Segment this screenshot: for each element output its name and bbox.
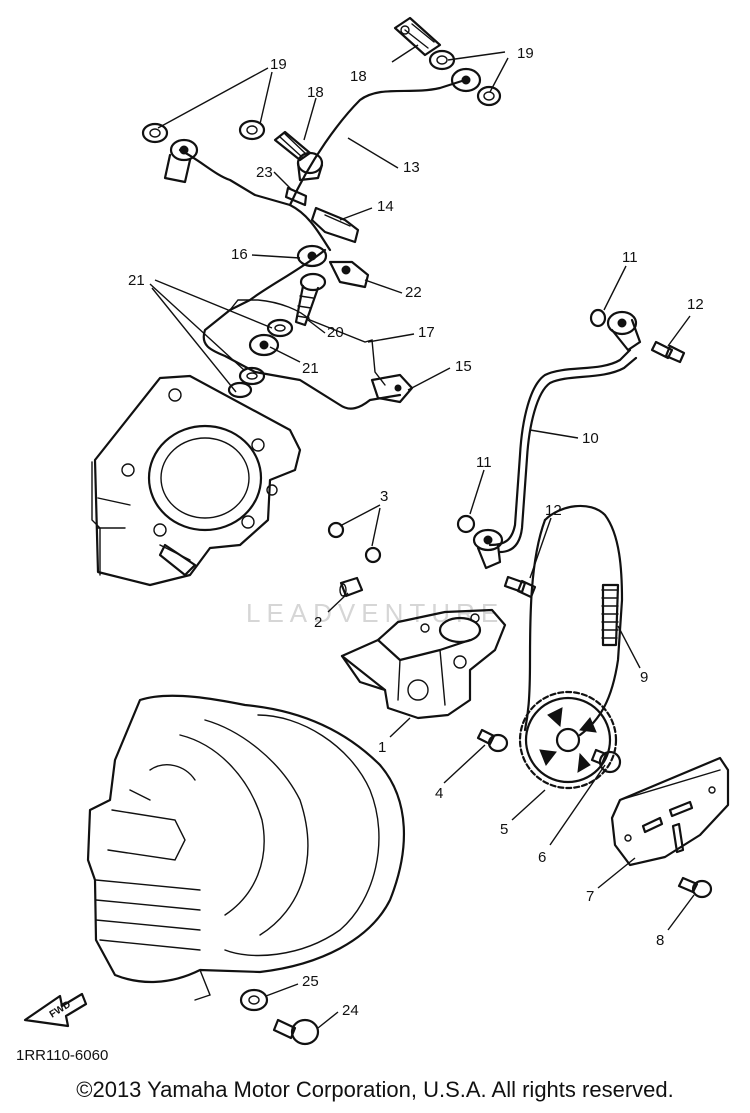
callout-labels: 19 19 18 18 23 13 14 16 22 20 17 21 21 1… [128, 45, 704, 1019]
banjo-fitting-10-bottom [472, 528, 504, 570]
callout-8: 8 [656, 932, 664, 949]
callout-4: 4 [435, 785, 443, 802]
banjo-fitting-21 [248, 333, 280, 357]
callout-25: 25 [302, 973, 319, 990]
leader-lines [149, 44, 695, 1029]
callout-19-right: 19 [517, 45, 534, 62]
callout-12-bottom: 12 [545, 502, 562, 519]
callout-20: 20 [327, 324, 344, 341]
dowel-pin-2 [339, 576, 364, 598]
o-ring-3-left [327, 521, 345, 539]
cover-7 [610, 756, 730, 867]
sprocket-5 [518, 690, 618, 790]
oil-pipe-10 [488, 348, 638, 554]
callout-11-top: 11 [622, 249, 638, 266]
callout-24: 24 [342, 1002, 359, 1019]
callout-16: 16 [231, 246, 248, 263]
callout-1: 1 [378, 739, 386, 756]
o-ring-11-bottom [456, 514, 476, 534]
forward-arrow-icon: FWD [23, 992, 88, 1028]
callout-18-top: 18 [350, 68, 367, 85]
washer-21-a [266, 318, 294, 338]
copyright-notice: ©2013 Yamaha Motor Corporation, U.S.A. A… [76, 1077, 674, 1102]
callout-15: 15 [455, 358, 472, 375]
callout-21-left: 21 [128, 272, 145, 289]
washer-25 [239, 988, 269, 1012]
fitting-22 [328, 260, 370, 289]
bolt-8 [677, 876, 713, 899]
screw-4 [476, 728, 509, 753]
drain-bolt-24 [272, 1018, 320, 1046]
callout-2: 2 [314, 614, 322, 631]
callout-10: 10 [582, 430, 599, 447]
bolt-6 [590, 748, 622, 774]
callout-13: 13 [403, 159, 420, 176]
o-ring-11-top [589, 308, 607, 328]
callout-21-right: 21 [302, 360, 319, 377]
washer-19-left [141, 122, 169, 144]
fitting-16 [296, 244, 328, 268]
union-bolt-18-middle [273, 130, 324, 182]
callout-5: 5 [500, 821, 508, 838]
washer-21-b [238, 366, 266, 386]
washer-19-right [476, 85, 502, 107]
callout-6: 6 [538, 849, 546, 866]
watermark: LEADVENTURE [246, 598, 504, 628]
oil-pipe-upper [178, 78, 467, 410]
union-bolt-18-top [393, 16, 456, 71]
bolt-20 [294, 272, 327, 327]
callout-11-bottom: 11 [476, 454, 492, 471]
callout-19-left: 19 [270, 56, 287, 73]
callout-12-top: 12 [687, 296, 704, 313]
callout-22: 22 [405, 284, 422, 301]
callout-7: 7 [586, 888, 594, 905]
oil-pump-1 [340, 608, 507, 720]
cylinder-head-outline [91, 374, 302, 587]
crankcase-outline [86, 694, 406, 1001]
callout-23: 23 [256, 164, 273, 181]
o-ring-3-right [364, 546, 382, 564]
callout-9: 9 [640, 669, 648, 686]
clamp-23 [284, 186, 308, 207]
callout-14: 14 [377, 198, 394, 215]
drive-chain-9 [523, 504, 624, 737]
callout-3: 3 [380, 488, 388, 505]
bolt-12-top [650, 340, 686, 364]
banjo-fitting-left [163, 138, 199, 184]
washer-19-middle [238, 119, 266, 141]
washer-21-c [227, 381, 253, 399]
diagram-code: 1RR110-6060 [16, 1047, 108, 1064]
clamp-15 [370, 373, 414, 404]
banjo-fitting-top-right [450, 67, 482, 93]
banjo-fitting-10-top [606, 310, 642, 352]
clamp-14 [310, 206, 360, 244]
callout-18-middle: 18 [307, 84, 324, 101]
callout-17: 17 [418, 324, 435, 341]
